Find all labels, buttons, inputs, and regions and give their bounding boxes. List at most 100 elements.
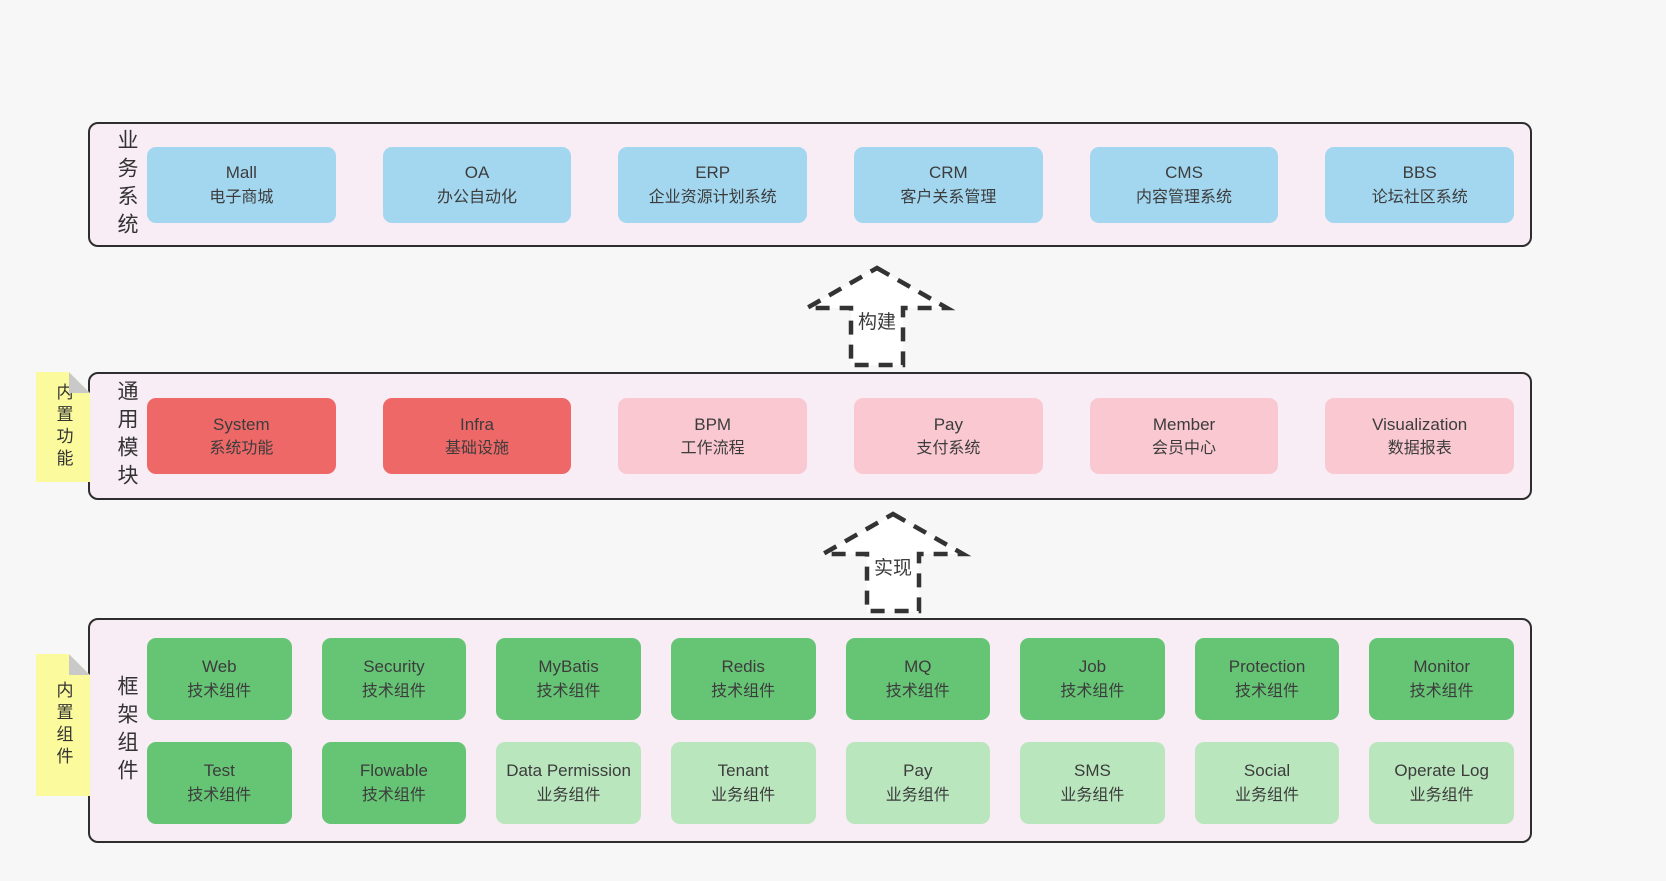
builtin-functions-tab: 内置功能: [36, 372, 90, 482]
box-subtitle: 企业资源计划系统: [648, 188, 777, 206]
business-systems-boxes: Mall 电子商城 OA 办公自动化 ERP 企业资源计划系统 CRM 客户关系…: [147, 146, 1515, 223]
box-pay-component: Pay 业务组件: [845, 741, 991, 824]
framework-components-panel: 内置组件 框架组件 Web 技术组件 Security 技术组件 MyBatis…: [88, 618, 1532, 843]
box-subtitle: 工作流程: [680, 440, 745, 458]
build-arrow-label: 构建: [854, 306, 900, 335]
box-subtitle: 办公自动化: [437, 188, 518, 206]
box-title: MQ: [904, 657, 932, 677]
box-subtitle: 技术组件: [1409, 682, 1474, 700]
box-subtitle: 技术组件: [885, 682, 950, 700]
builtin-components-tab-label: 内置组件: [53, 681, 73, 769]
folded-corner-icon: [69, 372, 90, 393]
box-test: Test 技术组件: [147, 741, 292, 824]
box-subtitle: 业务组件: [885, 786, 950, 804]
box-subtitle: 电子商城: [209, 188, 274, 206]
box-title: Protection: [1228, 657, 1306, 677]
box-subtitle: 内容管理系统: [1136, 188, 1233, 206]
box-subtitle: 技术组件: [536, 682, 601, 700]
box-redis: Redis 技术组件: [670, 637, 816, 720]
box-title: Pay: [933, 414, 963, 434]
box-job: Job 技术组件: [1020, 637, 1165, 720]
box-infra: Infra 基础设施: [382, 398, 572, 474]
common-modules-panel: 内置功能 通用模块 System 系统功能 Infra 基础设施 BPM 工作流…: [88, 372, 1532, 500]
box-title: BBS: [1402, 163, 1437, 183]
folded-corner-icon: [69, 654, 90, 675]
box-title: Monitor: [1413, 657, 1471, 677]
common-modules-label: 通用模块: [115, 380, 138, 492]
box-pay-system: Pay 支付系统: [854, 398, 1043, 474]
box-subtitle: 技术组件: [361, 786, 426, 804]
box-member: Member 会员中心: [1089, 398, 1279, 474]
implement-arrow: 实现: [813, 510, 973, 614]
box-mq: MQ 技术组件: [845, 637, 991, 720]
box-subtitle: 业务组件: [711, 786, 776, 804]
box-subtitle: 技术组件: [711, 682, 776, 700]
box-subtitle: 技术组件: [187, 682, 252, 700]
box-title: MyBatis: [538, 657, 599, 677]
box-flowable: Flowable 技术组件: [321, 741, 467, 824]
box-title: Social: [1243, 761, 1291, 781]
box-data-permission: Data Permission 业务组件: [496, 741, 641, 824]
box-subtitle: 业务组件: [1235, 786, 1300, 804]
box-subtitle: 系统功能: [209, 440, 274, 458]
common-modules-boxes: System 系统功能 Infra 基础设施 BPM 工作流程 Pay 支付系统…: [147, 398, 1515, 474]
box-subtitle: 数据报表: [1387, 440, 1452, 458]
business-systems-panel: 业务系统 Mall 电子商城 OA 办公自动化 ERP 企业资源计划系统 CRM…: [88, 122, 1532, 247]
box-subtitle: 支付系统: [916, 440, 981, 458]
box-subtitle: 技术组件: [1235, 682, 1300, 700]
box-title: OA: [464, 163, 490, 183]
box-subtitle: 技术组件: [187, 786, 252, 804]
box-monitor: Monitor 技术组件: [1369, 637, 1514, 720]
box-title: Member: [1152, 414, 1216, 434]
box-tenant: Tenant 业务组件: [670, 741, 816, 824]
builtin-functions-tab-label: 内置功能: [53, 383, 73, 471]
implement-arrow-label: 实现: [870, 552, 916, 581]
box-title: Job: [1078, 657, 1107, 677]
box-subtitle: 论坛社区系统: [1371, 188, 1468, 206]
box-operate-log: Operate Log 业务组件: [1369, 741, 1514, 824]
box-title: SMS: [1074, 761, 1111, 781]
box-subtitle: 基础设施: [445, 440, 510, 458]
box-title: Data Permission: [506, 761, 631, 781]
box-cms: CMS 内容管理系统: [1089, 146, 1279, 223]
box-mybatis: MyBatis 技术组件: [496, 637, 641, 720]
box-title: Web: [201, 657, 237, 677]
box-title: Tenant: [717, 761, 769, 781]
box-oa: OA 办公自动化: [382, 146, 572, 223]
box-title: CRM: [928, 163, 968, 183]
box-subtitle: 业务组件: [1409, 786, 1474, 804]
box-mall: Mall 电子商城: [147, 146, 336, 223]
box-system: System 系统功能: [147, 398, 336, 474]
box-subtitle: 技术组件: [361, 682, 426, 700]
box-protection: Protection 技术组件: [1194, 637, 1340, 720]
box-bpm: BPM 工作流程: [618, 398, 808, 474]
box-title: ERP: [695, 163, 731, 183]
build-arrow: 构建: [797, 264, 957, 368]
box-title: System: [212, 414, 270, 434]
box-subtitle: 业务组件: [536, 786, 601, 804]
box-sms: SMS 业务组件: [1020, 741, 1165, 824]
box-erp: ERP 企业资源计划系统: [618, 146, 808, 223]
box-title: Pay: [903, 761, 933, 781]
box-title: Operate Log: [1394, 761, 1489, 781]
framework-components-label: 框架组件: [115, 674, 138, 787]
box-title: Visualization: [1372, 414, 1468, 434]
box-subtitle: 客户关系管理: [900, 188, 997, 206]
box-crm: CRM 客户关系管理: [854, 146, 1043, 223]
box-subtitle: 技术组件: [1060, 682, 1125, 700]
box-web: Web 技术组件: [147, 637, 292, 720]
box-title: Infra: [459, 414, 495, 434]
box-title: Test: [203, 761, 235, 781]
box-subtitle: 会员中心: [1152, 440, 1217, 458]
box-title: CMS: [1165, 163, 1203, 183]
box-subtitle: 业务组件: [1060, 786, 1125, 804]
box-social: Social 业务组件: [1194, 741, 1340, 824]
box-title: Flowable: [359, 761, 428, 781]
business-systems-label: 业务系统: [115, 128, 138, 241]
builtin-components-tab: 内置组件: [36, 654, 90, 796]
box-title: Mall: [225, 163, 257, 183]
box-title: Security: [363, 657, 425, 677]
box-title: BPM: [694, 414, 732, 434]
box-title: Redis: [721, 657, 765, 677]
